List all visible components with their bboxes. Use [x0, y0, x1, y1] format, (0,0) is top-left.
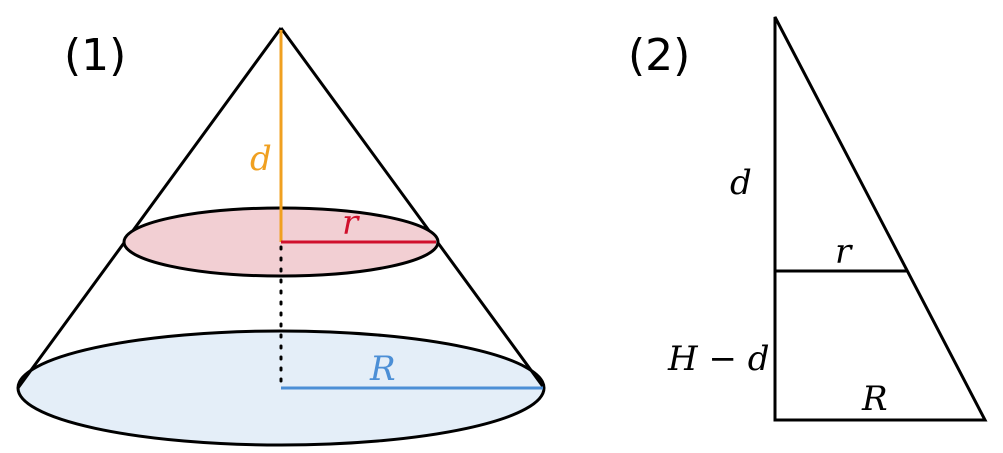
- figure-1-label: (1): [64, 30, 127, 81]
- triangle-figure: [773, 16, 988, 422]
- cone-right-edge: [279, 27, 546, 389]
- right-triangle: [773, 16, 988, 422]
- label-d-cone: d: [250, 139, 272, 179]
- label-d-triangle: d: [730, 163, 752, 203]
- label-R-cone: R: [370, 349, 396, 389]
- label-R-triangle: R: [862, 379, 888, 419]
- figure-2-label: (2): [628, 30, 691, 81]
- label-r-triangle: r: [835, 232, 852, 272]
- cone-figure: [16, 27, 546, 447]
- label-H-minus-d: H − d: [668, 339, 770, 379]
- cone-left-edge: [16, 27, 283, 389]
- label-r-cone: r: [342, 203, 359, 243]
